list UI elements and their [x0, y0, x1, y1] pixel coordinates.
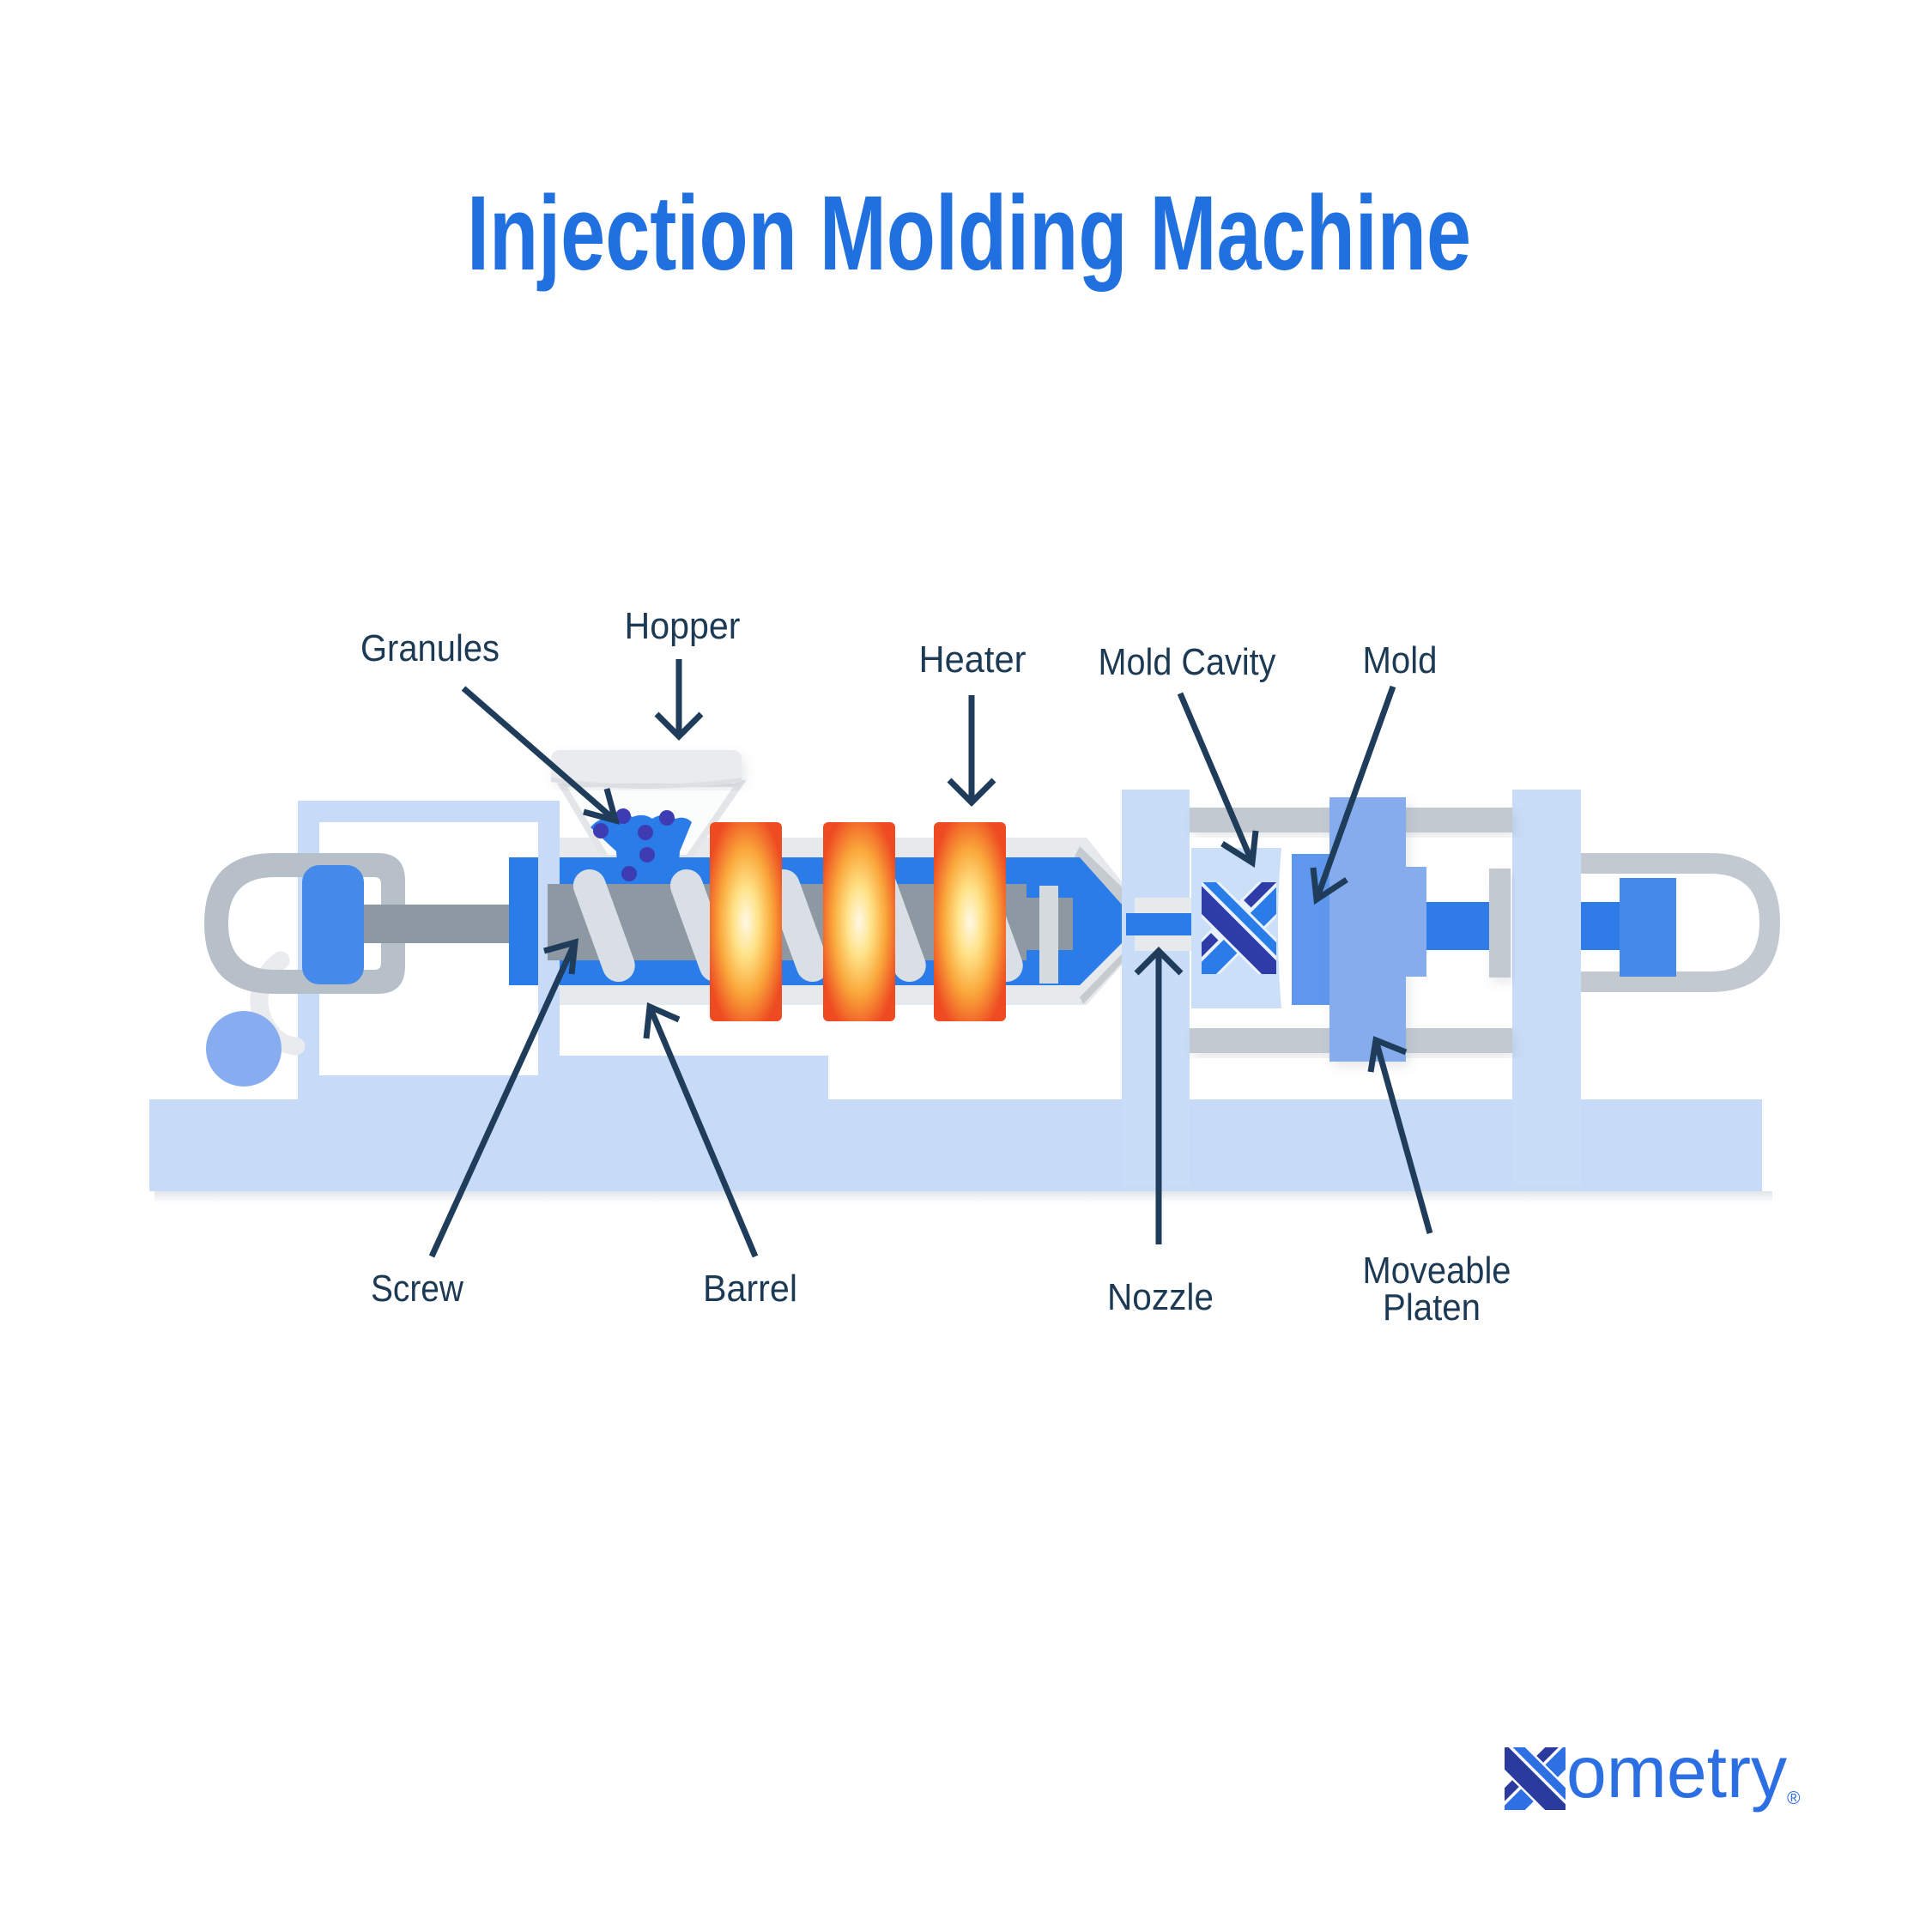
svg-text:Heater: Heater — [919, 639, 1027, 681]
svg-text:ometry: ometry — [1566, 1732, 1787, 1813]
svg-text:Screw: Screw — [371, 1268, 463, 1310]
svg-text:Mold Cavity: Mold Cavity — [1099, 641, 1276, 683]
svg-text:Barrel: Barrel — [703, 1268, 797, 1310]
svg-text:Granules: Granules — [360, 627, 500, 669]
svg-text:Moveable: Moveable — [1363, 1250, 1511, 1292]
svg-text:Nozzle: Nozzle — [1107, 1276, 1214, 1318]
svg-text:Platen: Platen — [1383, 1286, 1481, 1329]
svg-text:Injection Molding Machine: Injection Molding Machine — [467, 175, 1471, 293]
svg-text:Hopper: Hopper — [625, 605, 741, 647]
svg-text:®: ® — [1787, 1789, 1801, 1808]
svg-text:Mold: Mold — [1363, 639, 1438, 681]
